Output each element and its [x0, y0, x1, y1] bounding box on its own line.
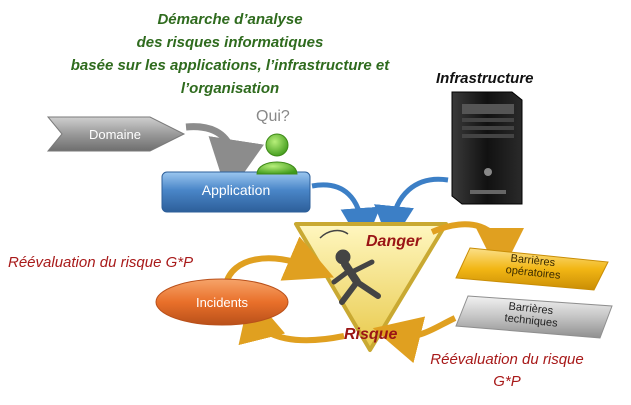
qui-label: Qui? — [256, 108, 290, 125]
reevaluation-right-line-1: Réévaluation du risque — [430, 351, 584, 368]
server-icon — [451, 91, 523, 205]
reevaluation-right-line-2: G*P — [493, 373, 521, 390]
reevaluation-left: Réévaluation du risque G*P — [8, 254, 194, 271]
svg-text:Barrières techniques: Barrières techniques — [504, 300, 560, 329]
danger-label: Danger — [366, 233, 422, 250]
falling-person-icon — [319, 229, 381, 305]
application-label: Application — [202, 182, 271, 198]
barrieres-techniques-node: Barrières techniques — [455, 295, 613, 339]
title-line-1: Démarche d’analyse — [157, 11, 303, 28]
domaine-label: Domaine — [89, 127, 141, 142]
arrow-domaine-to-application — [185, 123, 264, 196]
incidents-node: Incidents — [155, 278, 289, 326]
barrieres-operatoires-line-1: Barrières — [510, 253, 556, 270]
infrastructure-label: Infrastructure — [436, 70, 534, 87]
risque-label: Risque — [344, 326, 398, 343]
arrow-danger-to-barrieres-operatoires — [430, 221, 524, 276]
arrow-incidents-to-danger — [223, 236, 335, 285]
domaine-arrow: Domaine — [46, 116, 186, 152]
barrieres-techniques-line-2: techniques — [504, 312, 559, 330]
title-line-2: des risques informatiques — [136, 34, 324, 51]
arrow-application-to-danger — [311, 182, 381, 248]
arrow-barrieres-to-risque — [372, 315, 457, 364]
arrow-infrastructure-to-danger — [374, 176, 449, 246]
title-line-4: l’organisation — [180, 80, 280, 97]
user-icon — [256, 133, 298, 175]
barrieres-operatoires-node: Barrières opératoires — [455, 247, 609, 291]
title-line-3: basée sur les applications, l’infrastruc… — [70, 57, 390, 74]
barrieres-operatoires-line-2: opératoires — [505, 264, 561, 282]
svg-text:Barrières opératoires: Barrières opératoires — [505, 252, 563, 282]
incidents-label: Incidents — [196, 295, 249, 310]
reevaluation-right: Réévaluation du risque G*P — [402, 349, 612, 393]
diagram-title: Démarche d’analyse des risques informati… — [20, 8, 440, 100]
application-box: Application — [161, 171, 311, 213]
arrow-risque-to-incidents — [238, 292, 345, 346]
barrieres-techniques-line-1: Barrières — [508, 301, 554, 318]
